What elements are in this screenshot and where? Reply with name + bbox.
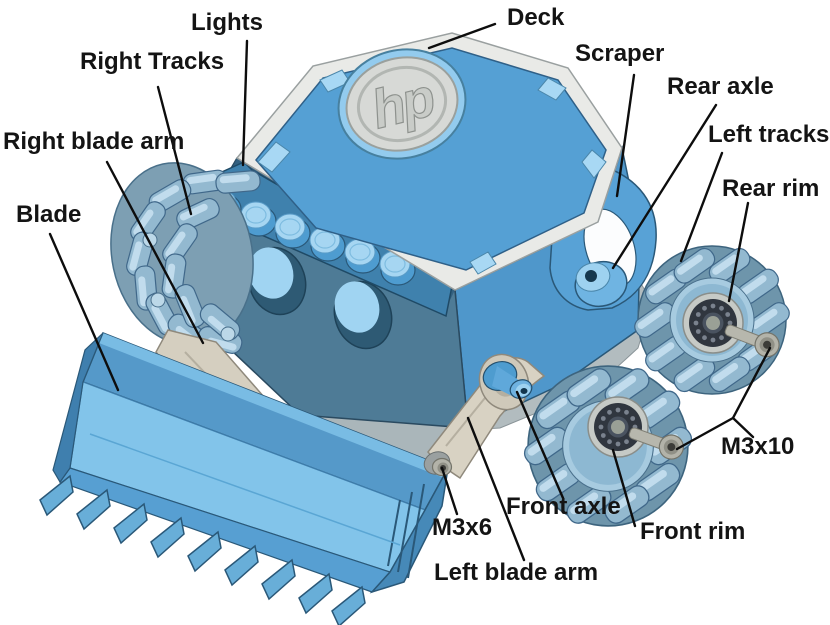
label-left-tracks: Left tracks <box>708 121 830 148</box>
deck-part: hp <box>235 32 623 291</box>
front-rim-part <box>587 396 649 458</box>
leader-left-blade-arm <box>466 416 526 562</box>
leader-right-tracks <box>156 85 193 216</box>
leader-deck <box>427 22 497 50</box>
label-rear-rim: Rear rim <box>722 175 820 202</box>
label-front-rim: Front rim <box>640 518 746 545</box>
leader-blade <box>48 232 120 392</box>
label-m3x10: M3x10 <box>721 433 795 460</box>
label-deck: Deck <box>507 4 565 31</box>
leader-m3x6 <box>440 466 459 516</box>
label-front-axle: Front axle <box>506 493 621 520</box>
leader-lights <box>241 39 249 167</box>
label-m3x6: M3x6 <box>432 514 493 541</box>
leader-left-tracks <box>679 151 724 263</box>
rear-rim-part <box>682 292 744 354</box>
leader-scraper <box>615 73 636 198</box>
leader-rear-rim <box>727 201 750 303</box>
hp-logo: hp <box>337 48 467 160</box>
label-lights: Lights <box>191 9 263 36</box>
label-blade: Blade <box>16 201 82 228</box>
leader-right-blade-arm <box>105 160 205 345</box>
label-left-blade-arm: Left blade arm <box>434 559 599 586</box>
rear-axle-part <box>574 260 628 308</box>
front-oval-hole <box>333 280 393 350</box>
leader-rear-axle <box>611 103 718 270</box>
label-scraper: Scraper <box>575 40 665 67</box>
label-right-blade-arm: Right blade arm <box>3 128 185 155</box>
leader-m3x10-front <box>675 416 735 451</box>
front-axle-part <box>482 361 533 399</box>
leader-front-axle <box>515 390 565 500</box>
leader-lines <box>48 22 772 562</box>
label-right-tracks: Right Tracks <box>80 48 225 75</box>
label-rear-axle: Rear axle <box>667 73 774 100</box>
left-tracks-rear-pod <box>631 245 793 395</box>
leader-front-rim <box>611 448 637 528</box>
blade-part <box>39 332 450 625</box>
